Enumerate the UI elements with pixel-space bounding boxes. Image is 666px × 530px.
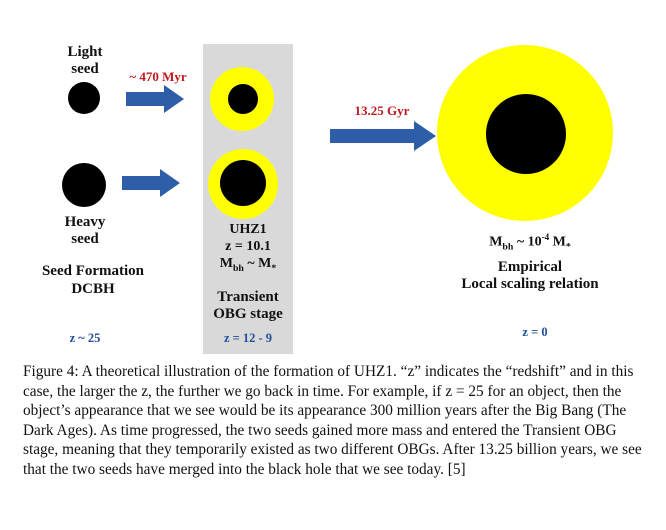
uhz1-label: UHZ1	[203, 222, 293, 237]
seed-formation-label: Seed Formation DCBH	[20, 262, 166, 298]
today-black-hole	[486, 94, 566, 174]
uhz1-formation-diagram: Light seed Heavy seed Seed Formation DCB…	[0, 0, 666, 355]
empirical-relation-label: Empirical Local scaling relation	[430, 259, 630, 294]
time-470-myr-label: ~ 470 Myr	[118, 70, 198, 84]
obg-black-hole-bottom	[220, 160, 266, 206]
obg-black-hole-top	[228, 84, 258, 114]
figure-caption: Figure 4: A theoretical illustration of …	[23, 362, 645, 480]
uhz1-mass-label: Mbh ~ M*	[203, 256, 293, 275]
arrow-light-to-obg	[126, 85, 184, 113]
light-seed-black-hole	[68, 82, 100, 114]
time-13-25-gyr-label: 13.25 Gyr	[336, 104, 428, 118]
uhz1-redshift-label: z = 10.1	[203, 239, 293, 254]
redshift-obg-label: z = 12 - 9	[203, 332, 293, 346]
arrow-obg-to-today	[330, 121, 436, 151]
redshift-seed-label: z ~ 25	[55, 332, 115, 346]
redshift-today-label: z = 0	[505, 326, 565, 340]
heavy-seed-black-hole	[62, 163, 106, 207]
arrow-heavy-to-obg	[122, 169, 180, 197]
light-seed-label: Light seed	[60, 44, 110, 77]
heavy-seed-label: Heavy seed	[57, 214, 113, 247]
today-mass-label: Mbh ~ 10-4 M*	[470, 232, 590, 253]
transient-obg-stage-label: Transient OBG stage	[203, 289, 293, 324]
